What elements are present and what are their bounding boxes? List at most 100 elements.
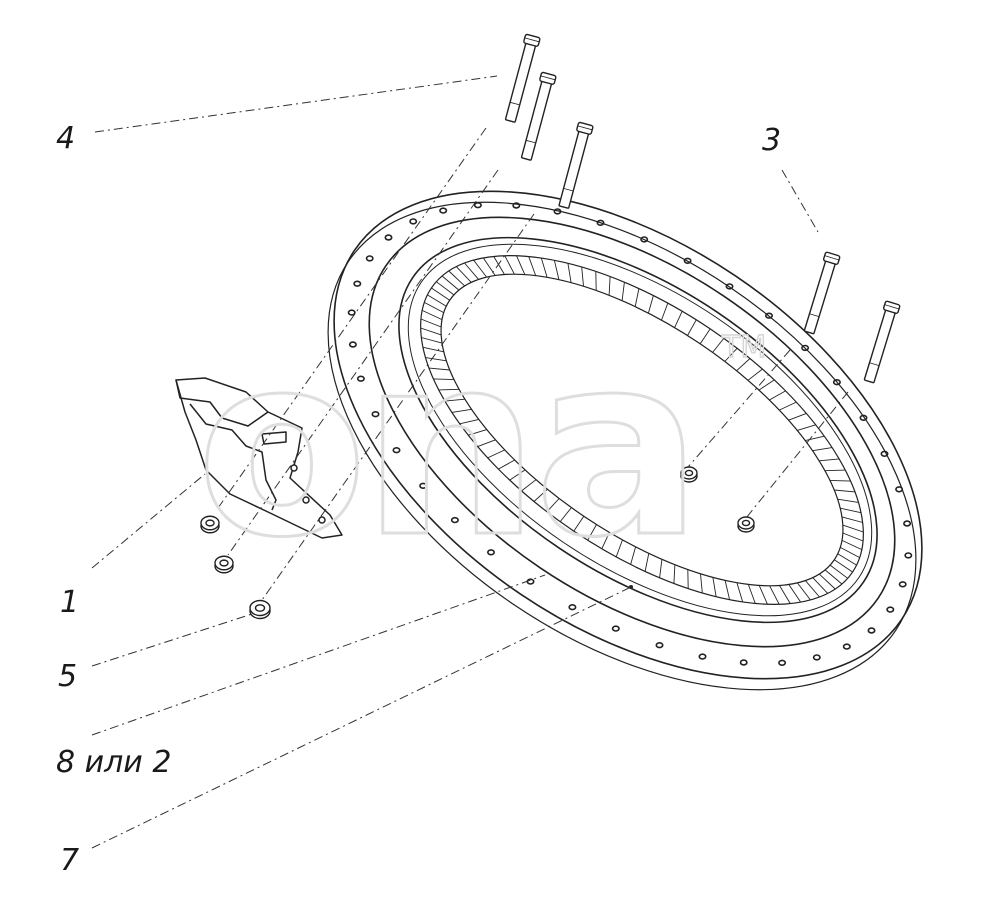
gear-tooth [581,266,584,287]
bolt-hole [683,257,692,264]
gear-tooth [834,489,856,493]
gear-tooth [553,260,560,280]
gear-tooth [736,582,744,603]
leader-3 [781,169,819,233]
bolt-hole [356,375,365,382]
bolt-hole [859,414,868,421]
flange-bolt-holes [347,202,913,666]
center-line-d [687,349,791,468]
bracket-plate [175,377,343,539]
gear-tooth [540,257,548,278]
bolt-hole [596,219,605,227]
gear-tooth [724,347,738,362]
ring-outer-edge [333,190,923,680]
center-line-b [227,169,499,556]
bolt-hole [886,606,895,613]
bolts [504,33,901,384]
bolt-hole [842,643,851,650]
gear-tooth [724,580,731,600]
gear-tooth [788,412,807,421]
gear-tooth [841,539,862,551]
gear-root-circle [420,255,864,605]
gear-tooth [424,302,444,313]
bolt-hole [725,283,734,290]
gear-tooth [601,532,610,549]
gear-tooth [498,459,515,470]
gear-tooth [587,524,597,541]
watermark-trademark: TM [721,329,767,366]
bolt-hole [867,627,876,634]
bolt-hole [348,341,357,348]
gear-tooth [769,390,786,401]
callout-7: 7 [60,843,80,878]
gear-tooth [428,367,450,371]
bolt [504,33,541,123]
gear-tooth [567,263,572,283]
gear-tooth [441,275,460,291]
gear-tooth [834,559,853,573]
nut [680,466,698,483]
gear-tooth [464,262,479,280]
gear-tooth [805,580,820,598]
center-line-c [261,213,535,601]
gear-tooth [420,327,442,336]
gear-tooth [634,288,640,307]
gear-tooth [736,358,751,372]
bolt-hole [371,411,380,418]
leader-5 [91,613,253,667]
ring-bottom-edge [327,201,917,691]
bolt-hole [439,207,448,214]
gear-tooth [630,546,637,565]
gear-tooth [824,469,846,472]
gear-tooth [468,429,487,436]
gear-tooth [842,532,864,542]
bolt [803,251,841,335]
gear-tooth [779,585,791,604]
bolt-hole [812,654,821,661]
bolt [520,71,557,161]
gear-tooth [444,398,465,402]
ring-flange-inner [368,216,896,648]
gear-tooth [615,539,623,558]
gear-tooth [493,256,505,275]
bolt-hole [640,236,649,243]
slewing-ring [327,190,923,691]
gear-tooth [769,585,780,605]
bolt-hole [895,486,904,493]
callout-8-or-2: 8 или 2 [56,745,172,780]
bolt-hole [353,280,362,287]
nuts [200,466,755,620]
gear-tooth [438,388,460,391]
bolt-hole [526,578,535,585]
gear-tooth [546,498,560,513]
gear-tooth [824,569,843,585]
gear-tooth [427,294,447,307]
bolt-hole [553,208,562,215]
bolt-hole [365,255,374,262]
leader-lines [91,75,849,849]
bolt-hole [903,520,912,527]
gear-tooth [797,582,811,601]
gear-tooth [422,309,443,321]
gear-tooth [521,479,537,492]
gear-tooth [516,255,526,275]
bolt-hole [512,202,521,209]
bolt-hole [698,653,707,660]
gear-tooth [436,281,455,296]
gear-tooth [448,270,466,287]
gear-tooth [573,515,585,532]
gear-tooth [509,469,526,481]
gear-tooth [699,328,711,345]
marking-point [629,585,633,589]
gear-tooth [431,287,450,301]
gear-tooth [421,337,443,344]
bolt-hole [392,447,401,454]
bolt-hole [739,659,748,666]
gear-tooth [533,488,548,502]
bolt-hole [473,202,482,209]
gear-tooth [621,282,625,301]
gear-tooth [661,302,669,321]
leader-4 [94,75,498,133]
gear-tooth [687,319,697,336]
